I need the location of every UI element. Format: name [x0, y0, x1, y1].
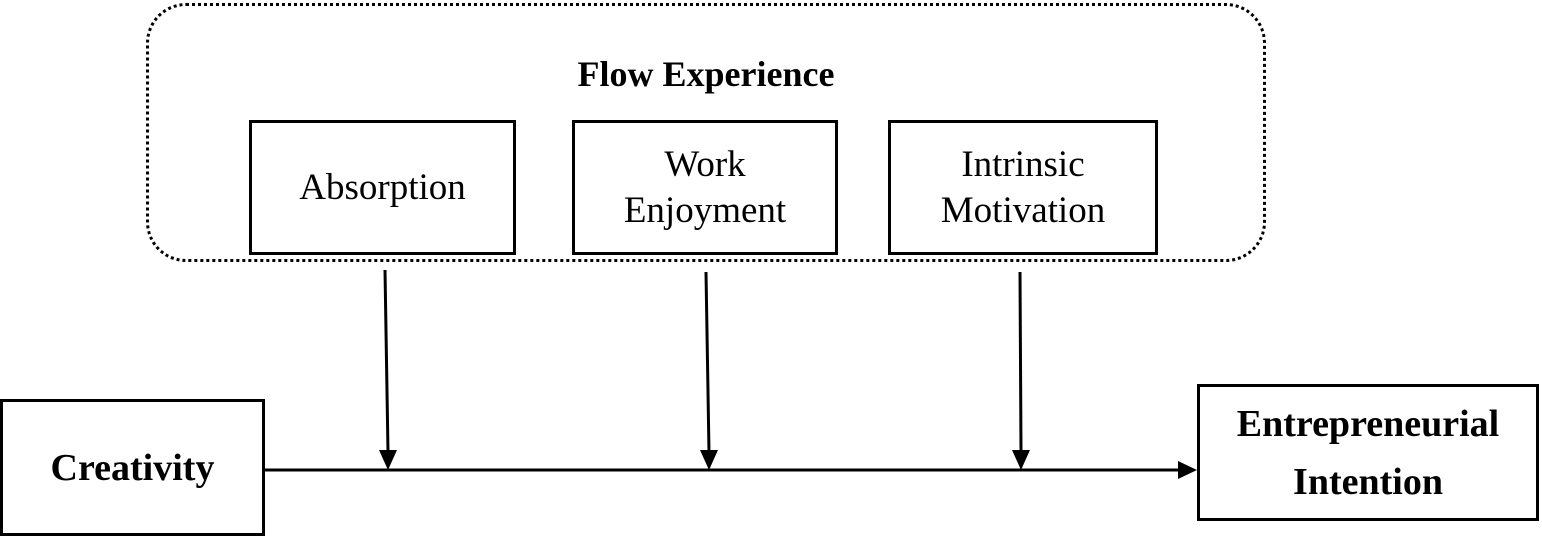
intrinsic-motivation-label: Intrinsic Motivation	[940, 143, 1106, 231]
flow-experience-title: Flow Experience	[577, 54, 835, 94]
creativity-label: Creativity	[50, 446, 215, 489]
absorption-box: Absorption	[249, 120, 516, 255]
flow-experience-group-frame	[146, 3, 1266, 262]
work-enjoyment-label: Work Enjoyment	[623, 143, 787, 231]
work-enjoyment-box: Work Enjoyment	[572, 120, 838, 255]
intrinsic-motivation-box: Intrinsic Motivation	[888, 120, 1158, 255]
work-enjoyment-moderation-line	[704, 271, 711, 453]
intrinsic-motivation-moderation-arrowhead	[1012, 450, 1030, 470]
absorption-moderation-arrowhead	[379, 450, 397, 470]
entrepreneurial-intention-box: Entrepreneurial Intention	[1197, 384, 1539, 521]
absorption-moderation-line	[383, 269, 390, 453]
creativity-to-intention-arrowhead	[1178, 461, 1197, 479]
intrinsic-motivation-moderation-line	[1018, 271, 1023, 453]
work-enjoyment-moderation-arrowhead	[700, 450, 718, 470]
entrepreneurial-intention-label: Entrepreneurial Intention	[1236, 402, 1500, 503]
absorption-label: Absorption	[299, 166, 466, 208]
creativity-box: Creativity	[0, 399, 265, 536]
